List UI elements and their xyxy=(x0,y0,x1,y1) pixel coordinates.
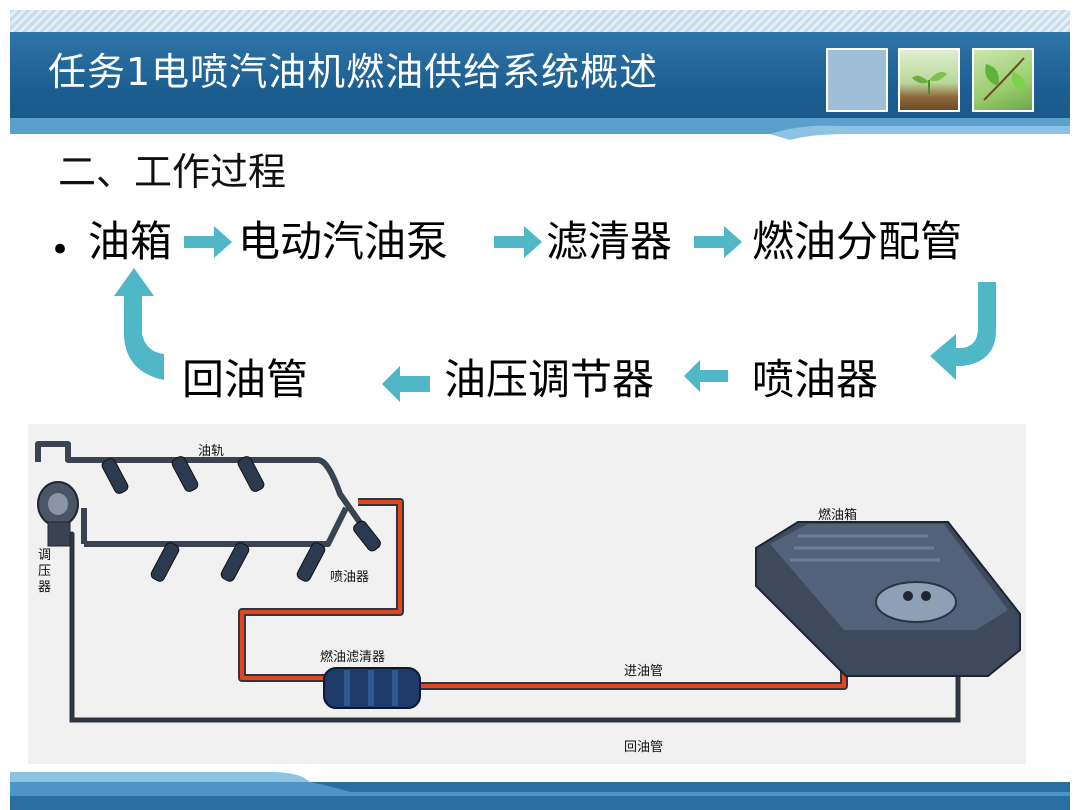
page-title: 任务1电喷汽油机燃油供给系统概述 xyxy=(48,50,659,94)
title-bar xyxy=(10,32,1070,124)
arrow-right-icon xyxy=(694,226,742,258)
decor-tile-blank xyxy=(826,48,888,112)
arrow-curve-down-icon xyxy=(930,282,996,380)
header-stripe xyxy=(10,10,1070,32)
leaf-image xyxy=(972,48,1034,112)
flow-step-return-line: 回油管 xyxy=(182,355,309,404)
section-heading: 二、工作过程 xyxy=(58,150,287,194)
fuel-filter-part xyxy=(323,667,421,709)
flow-step-fuel-pump: 电动汽油泵 xyxy=(238,217,449,266)
header-swoosh xyxy=(10,118,1070,140)
label-fuel-rail: 油轨 xyxy=(198,444,225,459)
flow-step-fuel-tank: 油箱 xyxy=(88,217,173,266)
label-regulator: 调压器 xyxy=(38,548,52,595)
label-fuel-tank: 燃油箱 xyxy=(818,508,858,523)
flow-step-filter: 滤清器 xyxy=(546,217,673,266)
pressure-regulator-part xyxy=(37,481,79,547)
label-supply-line: 进油管 xyxy=(624,664,664,679)
fuel-system-diagram xyxy=(35,441,1021,723)
arrow-left-icon xyxy=(382,366,430,402)
label-fuel-filter: 燃油滤清器 xyxy=(320,650,386,665)
flow-arrows xyxy=(114,226,996,402)
fuel-tank-part xyxy=(755,521,1021,677)
arrow-curve-up-icon xyxy=(114,268,164,380)
label-injector: 喷油器 xyxy=(330,570,370,585)
flow-step-injector: 喷油器 xyxy=(752,355,879,404)
flow-step-pressure-regulator: 油压调节器 xyxy=(444,355,655,404)
label-return-line: 回油管 xyxy=(624,740,664,755)
arrow-right-icon xyxy=(494,226,542,258)
bullet: • xyxy=(50,230,71,270)
arrow-left-icon xyxy=(684,360,728,392)
footer-band xyxy=(10,768,1070,810)
arrow-right-icon xyxy=(184,226,232,258)
sprout-image xyxy=(898,48,960,112)
flow-step-fuel-rail: 燃油分配管 xyxy=(752,217,963,266)
